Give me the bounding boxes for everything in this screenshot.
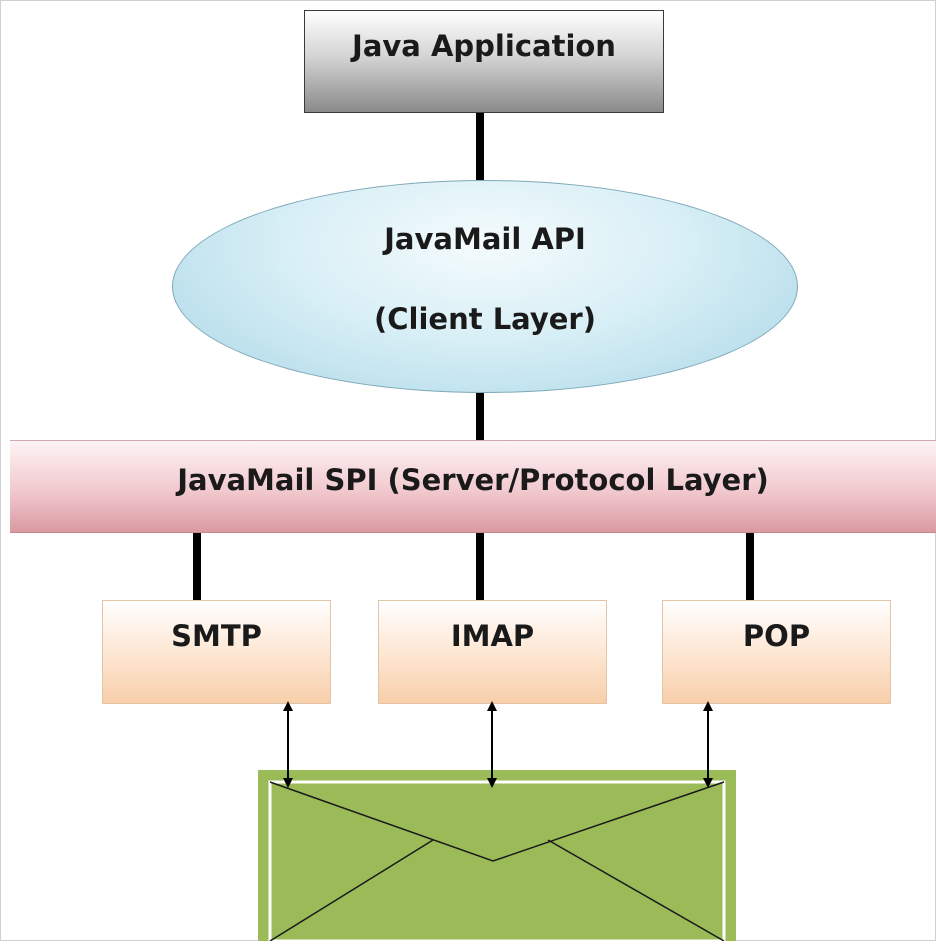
javamail-api-ellipse	[172, 180, 798, 393]
javamail-spi-label: JavaMail SPI (Server/Protocol Layer)	[177, 462, 769, 497]
java-application-label: Java Application	[352, 29, 616, 63]
javamail-api-label: JavaMail API	[384, 222, 586, 256]
mail-server-box	[258, 770, 736, 943]
smtp-label: SMTP	[171, 619, 262, 653]
javamail-spi-bar: JavaMail SPI (Server/Protocol Layer)	[10, 440, 936, 533]
envelope-icon	[268, 780, 726, 943]
connector-spi-to-imap	[476, 533, 484, 600]
pop-label: POP	[742, 619, 811, 653]
connector-spi-to-smtp	[193, 533, 201, 600]
java-application-box: Java Application	[304, 10, 664, 113]
imap-box: IMAP	[378, 600, 607, 704]
connector-spi-to-pop	[746, 533, 754, 600]
pop-box: POP	[662, 600, 891, 704]
connector-api-to-spi	[476, 393, 484, 440]
connector-app-to-api	[476, 113, 484, 180]
smtp-box: SMTP	[102, 600, 331, 704]
imap-label: IMAP	[450, 619, 535, 653]
client-layer-label: (Client Layer)	[374, 302, 596, 336]
